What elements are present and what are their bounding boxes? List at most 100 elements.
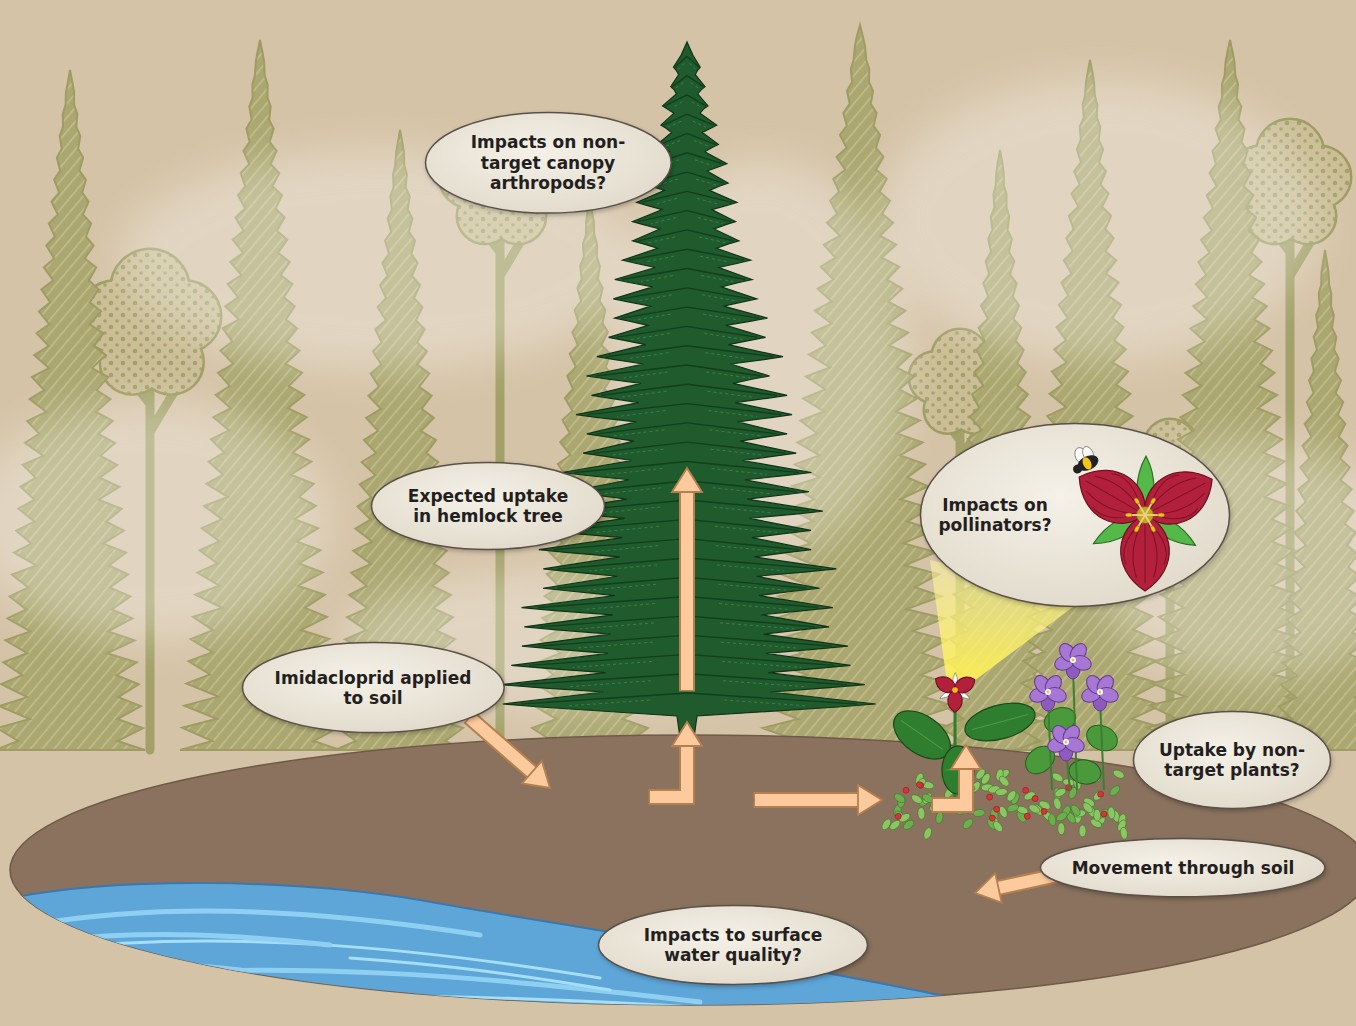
stamen-anther [1134,497,1141,505]
hemlock-needles [697,198,719,204]
red-berry [1101,811,1107,817]
groundcover-leaf [1108,784,1121,797]
hemlock-needles [651,218,676,224]
red-berry [1023,787,1029,793]
hemlock-branch [597,423,687,434]
arrow-head [522,761,550,788]
stream-water [0,883,1010,1026]
hemlock-needles [614,430,665,436]
violet-petal [1063,735,1086,754]
flow-arrow [649,722,703,797]
hemlock-branch [687,442,785,453]
hemlock-needles [573,661,652,667]
hemlock-branch [687,346,773,357]
violet-center [1047,691,1050,694]
hemlock-needles [694,140,709,146]
hemlock-branch [687,404,782,415]
hemlock-needles [705,353,746,359]
groundcover-leaf [1053,787,1067,799]
callout-text: Expected uptake in hemlock tree [401,486,576,527]
haze-cloud [0,400,330,640]
callout-ellipse: Impacts on non-target canopy arthropods? [424,111,673,215]
trillium-center [952,687,958,693]
hemlock-needles [701,276,733,282]
groundcover-leaf [1069,803,1082,817]
hemlock-branch [687,539,799,550]
hemlock-branch [687,114,714,125]
hemlock-needles [724,700,808,706]
hemlock-branch [629,249,687,260]
petal-vein [1105,472,1148,506]
groundcover-leaf [997,805,1009,819]
water-ripple [350,958,610,990]
trillium-illustration [1067,456,1223,591]
bee-stripe [1081,456,1094,471]
hemlock-branch [606,346,687,357]
callout-text: Impacts on non-target canopy arthropods? [455,132,640,193]
trillium-petal-group [1121,515,1170,591]
hemlock-branch [687,307,759,318]
hemlock-branch [593,442,687,453]
trillium-petal [932,673,959,697]
hemlock-needles [631,333,670,339]
callout-ellipse: Imidacloprid applied to soil [241,641,506,734]
violet-center [1070,657,1076,663]
flow-arrow [672,468,702,692]
trillium-flower [932,673,978,713]
groundcover-leaf [1081,801,1094,814]
hemlock-branch [687,635,832,646]
stamen-anther [1158,513,1165,517]
hemlock-branch [687,597,818,608]
groundcover-leaf [1079,825,1086,837]
violet-stem [1100,700,1104,790]
hemlock-needles [678,63,684,69]
hemlock-branch [521,693,687,704]
hemlock-needles [590,565,657,571]
hemlock-needles [719,604,791,610]
hemlock-branch [665,95,687,106]
callout-ellipse: Impacts on pollinators? [919,422,1231,608]
ellipse-outline [921,424,1230,607]
hemlock-needles [717,565,784,571]
leaf-vein [901,720,943,749]
ellipse-outline [425,113,671,214]
arrow-shaft [650,746,687,797]
groundcover-leaf [980,772,992,786]
red-berry [994,806,1000,812]
hemlock-branch [687,461,799,472]
hemlock-needles [691,83,699,89]
hemlock-branch [687,423,777,434]
hemlock-needles [706,372,750,378]
arrow-shaft-outline [932,769,967,805]
violet-flower [1046,723,1086,761]
leaf-vein [972,715,1028,730]
groundcover-leaf [888,819,902,832]
hemlock-branch [529,654,687,665]
callout-ellipse: Movement through soil [1039,837,1326,898]
hemlock-needles [703,314,740,320]
callout-text: Impacts on pollinators? [925,495,1065,536]
hemlock-needles [695,160,713,166]
violet-center [1072,659,1075,662]
water-ripple [90,970,700,1002]
hemlock-branch [642,191,687,202]
groundcover-leaf [1112,768,1126,780]
hemlock-needles [696,179,716,185]
hemlock-needles [580,623,654,629]
violet-flower [1053,641,1093,679]
ellipse-outline [599,906,868,985]
violet-center [1099,691,1102,694]
hemlock-branch [687,172,724,183]
hemlock-needles [641,276,673,282]
red-berry [917,782,923,788]
hemlock-needles [702,295,736,301]
hemlock-branch [687,95,706,106]
hemlock-needles [617,411,665,417]
hemlock-branch [687,674,847,685]
petal-vein [1143,473,1186,506]
hemlock-needles [597,526,659,532]
hemlock-needles [700,256,730,262]
arrow-shaft-outline [754,792,859,808]
hemlock-needles [713,488,771,494]
